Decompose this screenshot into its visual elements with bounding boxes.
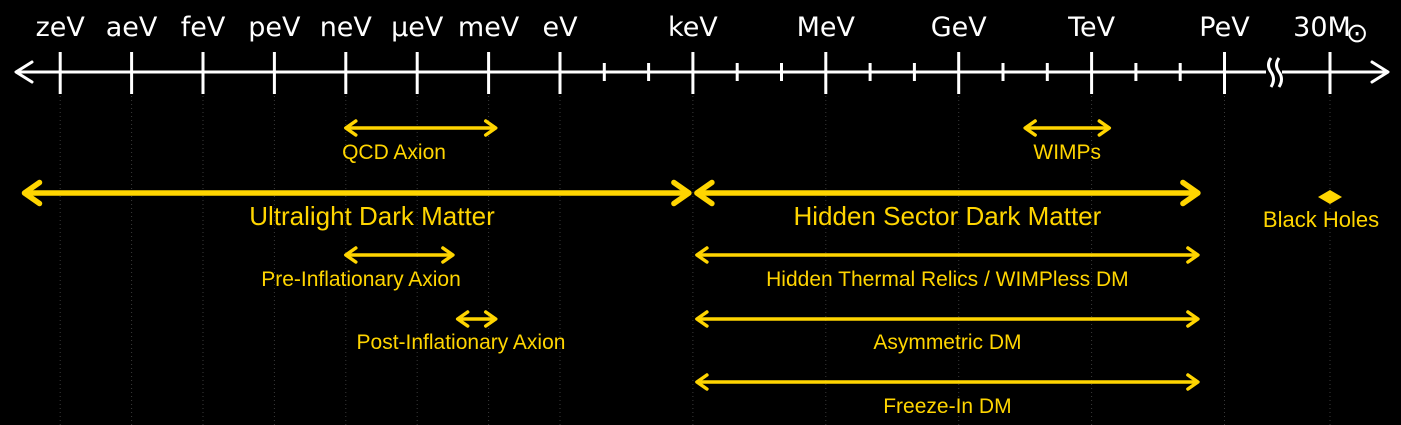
pre-inflationary-axion-range: Pre-Inflationary Axion xyxy=(261,246,461,291)
vertical-gridlines xyxy=(59,92,1331,425)
qcd-axion-arrowhead-right xyxy=(483,119,498,137)
tick-label: keV xyxy=(668,12,718,43)
tick-label: GeV xyxy=(931,12,988,43)
ultralight-dark-matter-label: Ultralight Dark Matter xyxy=(249,201,495,231)
hidden-sector-dark-matter-arrowhead-right xyxy=(1180,179,1201,207)
qcd-axion-label: QCD Axion xyxy=(342,141,446,164)
freeze-in-dm-arrowhead-right xyxy=(1186,373,1200,391)
hidden-thermal-relics-range: Hidden Thermal Relics / WIMPless DM xyxy=(695,246,1200,291)
black-holes-marker: Black Holes xyxy=(1263,190,1379,232)
black-holes-label: Black Holes xyxy=(1263,207,1379,232)
minor-ticks xyxy=(602,63,1182,81)
axis-break-mark xyxy=(1266,57,1283,88)
wimps-arrowhead-right xyxy=(1097,119,1112,137)
ultralight-dark-matter-arrowhead-left xyxy=(21,179,43,207)
solar-mass-symbol: ⊙ xyxy=(1346,18,1369,49)
asymmetric-dm-label: Asymmetric DM xyxy=(873,331,1021,354)
tick-label: feV xyxy=(181,12,226,43)
tick-label: 30M xyxy=(1293,12,1351,43)
hidden-sector-dark-matter-label: Hidden Sector Dark Matter xyxy=(794,201,1102,231)
tick-label: TeV xyxy=(1067,12,1116,43)
tick-label: zeV xyxy=(36,12,86,43)
black-holes-diamond xyxy=(1318,190,1342,204)
tick-label: μeV xyxy=(391,12,444,43)
asymmetric-dm-arrowhead-right xyxy=(1186,310,1200,328)
axis-break-stroke-right xyxy=(1275,57,1283,88)
pre-inflationary-axion-arrowhead-left xyxy=(344,246,358,264)
hidden-thermal-relics-arrowhead-right xyxy=(1186,246,1200,264)
hidden-thermal-relics-arrowhead-left xyxy=(695,246,709,264)
tick-label: PeV xyxy=(1199,12,1250,43)
tick-label: eV xyxy=(542,12,578,43)
post-inflationary-axion-arrowhead-left xyxy=(455,310,470,328)
qcd-axion-range: QCD Axion xyxy=(342,119,498,164)
hidden-thermal-relics-label: Hidden Thermal Relics / WIMPless DM xyxy=(766,268,1129,291)
tick-label: MeV xyxy=(797,12,856,43)
wimps-label: WIMPs xyxy=(1033,141,1101,164)
pre-inflationary-axion-label: Pre-Inflationary Axion xyxy=(261,268,461,291)
axis-right-arrowhead xyxy=(1370,60,1390,84)
tick-label: neV xyxy=(320,12,373,43)
energy-axis: zeV aeV feV peV neV μeV meV eV keV MeV GeV TeV PeV 30… xyxy=(14,12,1390,94)
axis-break-stroke-left xyxy=(1267,57,1275,88)
asymmetric-dm-range: Asymmetric DM xyxy=(695,310,1200,354)
tick-label: meV xyxy=(458,12,520,43)
ultralight-dark-matter-arrowhead-right xyxy=(671,179,692,207)
tick-labels: zeV aeV feV peV neV μeV meV eV keV MeV GeV TeV PeV 30… xyxy=(36,12,1351,43)
tick-label: aeV xyxy=(106,12,158,43)
axis-left-arrowhead xyxy=(14,60,34,84)
hidden-sector-dark-matter-arrowhead-left xyxy=(694,179,715,207)
qcd-axion-arrowhead-left xyxy=(344,119,358,137)
wimps-arrowhead-left xyxy=(1023,119,1037,137)
post-inflationary-axion-range: Post-Inflationary Axion xyxy=(357,310,566,354)
freeze-in-dm-arrowhead-left xyxy=(695,373,709,391)
tick-label: peV xyxy=(248,12,301,43)
asymmetric-dm-arrowhead-left xyxy=(695,310,709,328)
freeze-in-dm-label: Freeze-In DM xyxy=(883,395,1011,418)
major-ticks xyxy=(58,52,1332,94)
wimps-range: WIMPs xyxy=(1023,119,1112,164)
post-inflationary-axion-label: Post-Inflationary Axion xyxy=(357,331,566,354)
hidden-sector-dark-matter-range: Hidden Sector Dark Matter xyxy=(694,179,1201,231)
ultralight-dark-matter-range: Ultralight Dark Matter xyxy=(21,179,692,231)
pre-inflationary-axion-arrowhead-right xyxy=(441,246,455,264)
post-inflationary-axion-arrowhead-right xyxy=(483,310,498,328)
freeze-in-dm-range: Freeze-In DM xyxy=(695,373,1200,418)
